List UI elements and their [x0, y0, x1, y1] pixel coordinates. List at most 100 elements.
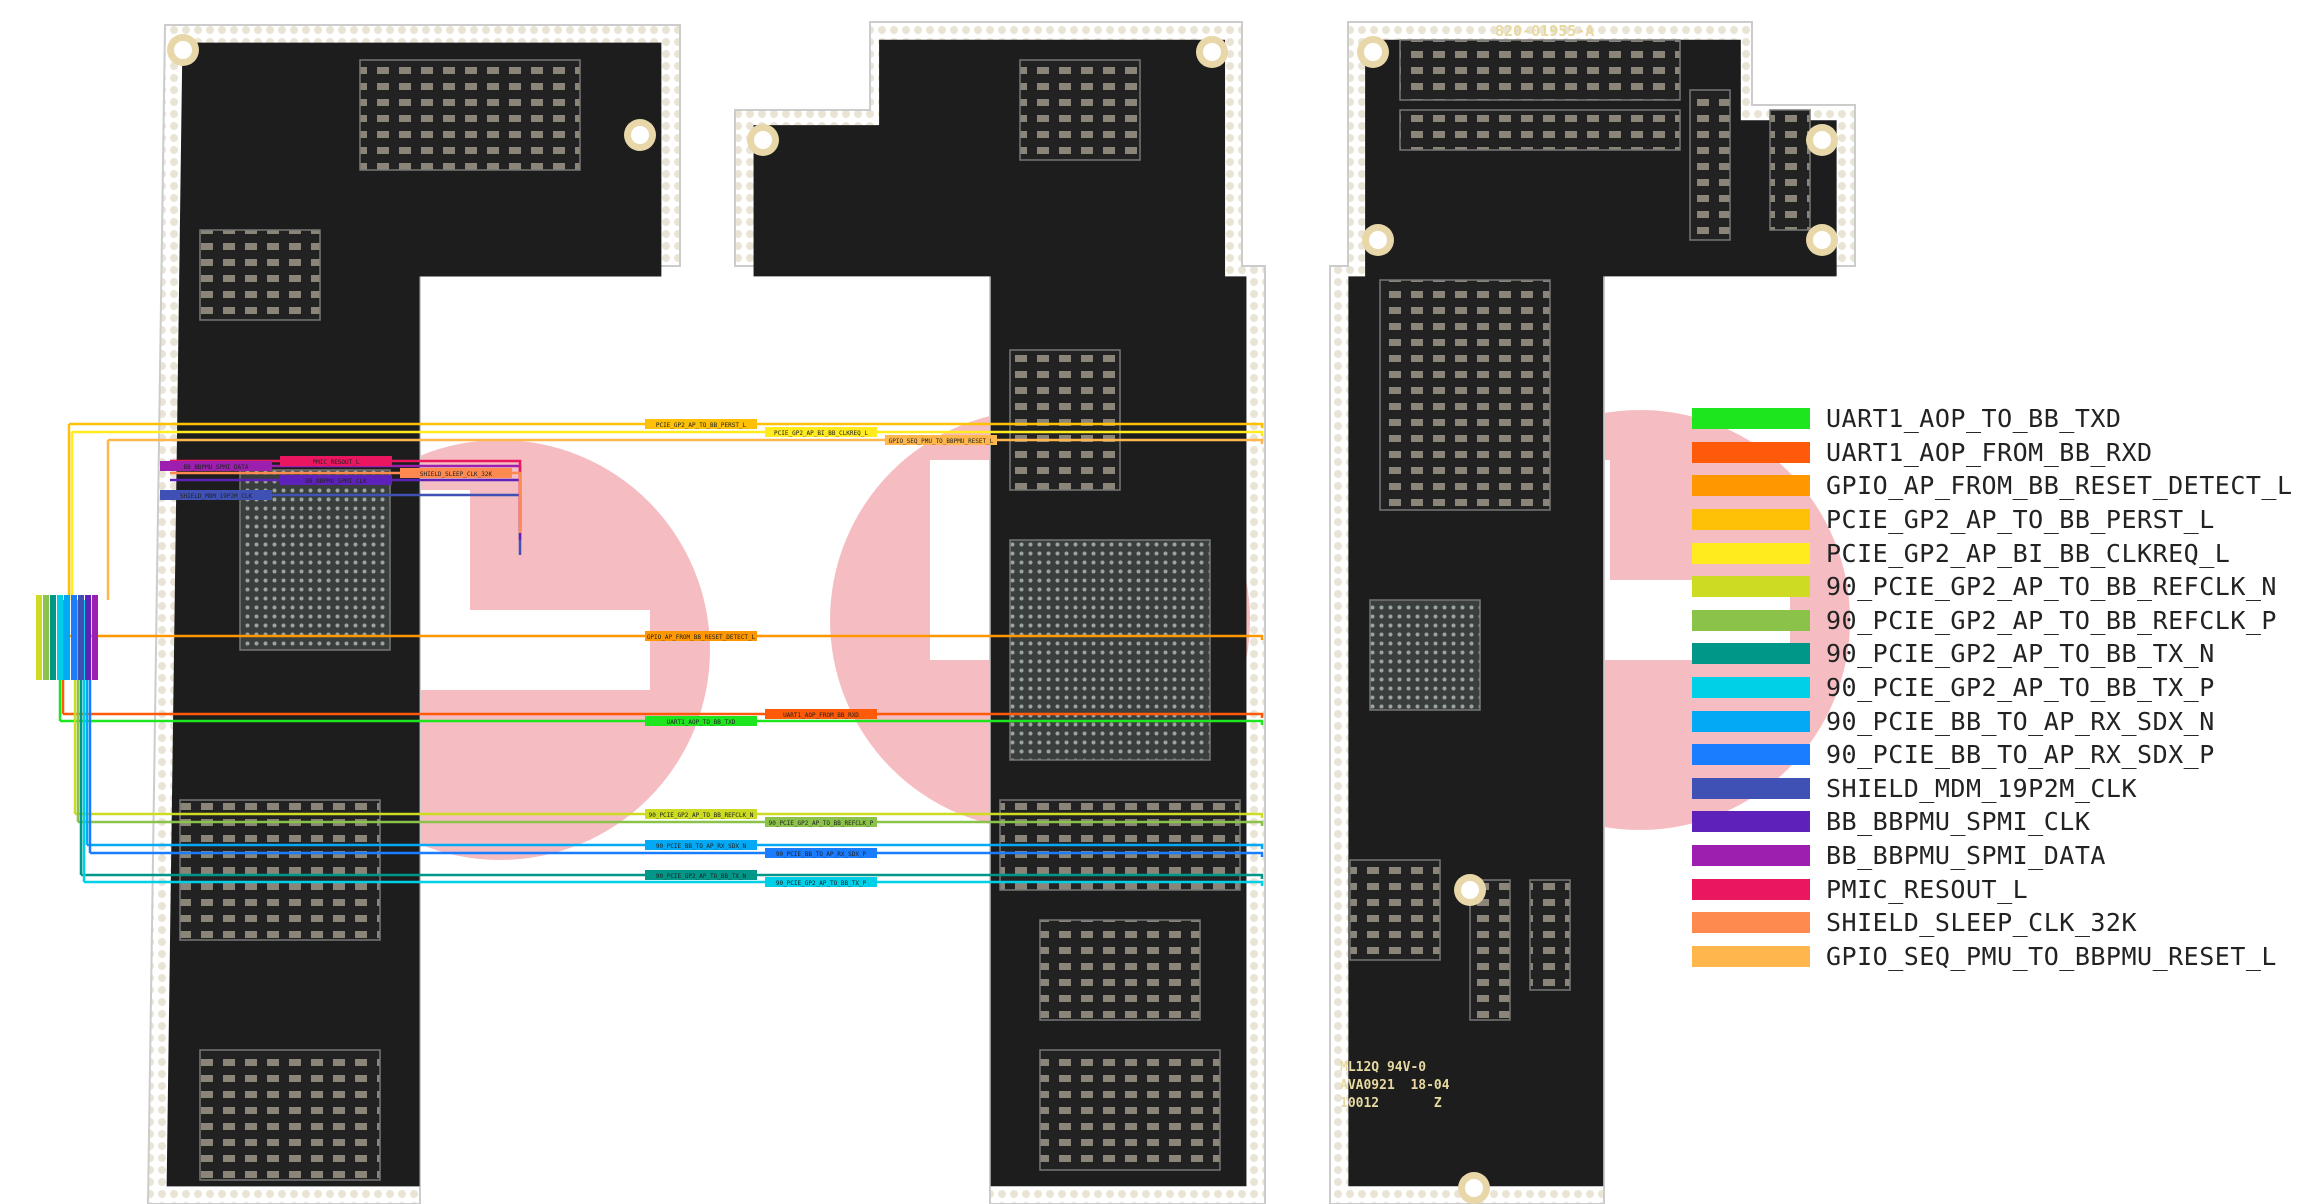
board-middle: [734, 21, 1266, 1204]
mounting-hole-center: [1369, 231, 1387, 249]
legend-label: PCIE_GP2_AP_TO_BB_PERST_L: [1826, 505, 2215, 535]
mounting-hole-center: [174, 41, 192, 59]
legend-label: 90_PCIE_GP2_AP_TO_BB_REFCLK_P: [1826, 605, 2277, 635]
legend-swatch: [1692, 878, 1810, 900]
legend-swatch: [1692, 509, 1810, 531]
bga-chip: [1369, 599, 1481, 711]
signal-label-background: [645, 870, 757, 880]
signal-label-background: [160, 461, 272, 471]
legend-item: SHIELD_MDM_19P2M_CLK: [1692, 772, 2293, 806]
silkscreen-line-1: ML12Q 94V-0: [1340, 1060, 1427, 1075]
component: [1039, 919, 1201, 1021]
mounting-hole-center: [754, 131, 772, 149]
signal-label-chip: 90_PCIE_GP2_AP_TO_BB_TX_P: [765, 877, 877, 887]
legend-swatch: [1692, 945, 1810, 967]
legend-label: SHIELD_SLEEP_CLK_32K: [1826, 908, 2138, 938]
vertical-tag: [64, 595, 70, 680]
component: [1769, 109, 1811, 231]
legend-item: 90_PCIE_GP2_AP_TO_BB_TX_P: [1692, 671, 2293, 705]
legend-item: UART1_AOP_FROM_BB_RXD: [1692, 436, 2293, 470]
signal-label-background: [765, 877, 877, 887]
boards: [146, 21, 1856, 1204]
legend-label: 90_PCIE_BB_TO_AP_RX_SDX_P: [1826, 740, 2215, 770]
trace-shield-sleep-clk-32k: [170, 471, 522, 533]
signal-label-background: [645, 716, 757, 726]
legend-item: UART1_AOP_TO_BB_TXD: [1692, 402, 2293, 436]
legend-swatch: [1692, 643, 1810, 665]
component: [359, 59, 581, 171]
legend-label: 90_PCIE_GP2_AP_TO_BB_TX_N: [1826, 639, 2215, 669]
signal-label-chip: UART1_AOP_TO_BB_TXD: [645, 716, 757, 726]
legend-item: PMIC_RESOUT_L: [1692, 872, 2293, 906]
mounting-hole-center: [1364, 43, 1382, 61]
legend-item: 90_PCIE_GP2_AP_TO_BB_TX_N: [1692, 637, 2293, 671]
legend-label: BB_BBPMU_SPMI_CLK: [1826, 807, 2091, 837]
signal-label-background: [885, 435, 997, 445]
signal-label-text: 90_PCIE_GP2_AP_TO_BB_TX_N: [656, 873, 747, 880]
vertical-tag: [78, 595, 84, 680]
signal-label-chip: 90_PCIE_GP2_AP_TO_BB_REFCLK_P: [765, 817, 877, 827]
legend-swatch: [1692, 811, 1810, 833]
component: [1399, 39, 1681, 101]
component: [1039, 1049, 1221, 1171]
component: [1009, 349, 1121, 491]
legend-swatch: [1692, 710, 1810, 732]
signal-label-chip: PCIE_GP2_AP_BI_BB_CLKREQ_L: [765, 427, 877, 437]
signal-label-text: 90_PCIE_BB_TO_AP_RX_SDX_P: [776, 851, 867, 858]
signal-label-text: 90_PCIE_BB_TO_AP_RX_SDX_N: [656, 843, 747, 850]
signal-label-text: PCIE_GP2_AP_TO_BB_PERST_L: [656, 422, 747, 429]
legend-swatch: [1692, 744, 1810, 766]
signal-label-background: [765, 709, 877, 719]
signal-label-text: 90_PCIE_GP2_AP_TO_BB_REFCLK_P: [769, 820, 874, 827]
legend-label: 90_PCIE_BB_TO_AP_RX_SDX_N: [1826, 706, 2215, 736]
mounting-hole-center: [631, 126, 649, 144]
mounting-hole-center: [1461, 881, 1479, 899]
signal-label-chip: GPIO_SEQ_PMU_TO_BBPMU_RESET_L: [885, 435, 997, 445]
signal-label-text: 90_PCIE_GP2_AP_TO_BB_TX_P: [776, 880, 867, 887]
legend-swatch: [1692, 609, 1810, 631]
mounting-hole-center: [1203, 43, 1221, 61]
legend-label: GPIO_SEQ_PMU_TO_BBPMU_RESET_L: [1826, 941, 2277, 971]
trace-90-pcie-gp2-ap-to-bb-tx-n: [81, 873, 1264, 879]
signal-label-background: [645, 631, 757, 641]
legend-label: PCIE_GP2_AP_BI_BB_CLKREQ_L: [1826, 538, 2231, 568]
signal-label-background: [280, 475, 392, 485]
legend-swatch: [1692, 777, 1810, 799]
component: [199, 1049, 381, 1181]
legend-swatch: [1692, 677, 1810, 699]
signal-label-background: [765, 427, 877, 437]
signal-label-chip: 90_PCIE_BB_TO_AP_RX_SDX_P: [765, 848, 877, 858]
signal-label-background: [280, 456, 392, 466]
legend-item: GPIO_SEQ_PMU_TO_BBPMU_RESET_L: [1692, 940, 2293, 974]
legend-label: PMIC_RESOUT_L: [1826, 874, 2029, 904]
legend-label: UART1_AOP_TO_BB_TXD: [1826, 404, 2122, 434]
signal-label-text: GPIO_AP_FROM_BB_RESET_DETECT_L: [647, 634, 756, 641]
legend-item: BB_BBPMU_SPMI_DATA: [1692, 839, 2293, 873]
signal-label-chip: PMIC_RESOUT_L: [280, 456, 392, 466]
signal-label-background: [645, 419, 757, 429]
signal-label-text: PMIC_RESOUT_L: [313, 459, 360, 466]
trace-90-pcie-bb-to-ap-rx-sdx-p: [90, 851, 1264, 857]
trace-90-pcie-gp2-ap-to-bb-refclk-p: [78, 820, 1264, 826]
silkscreen-line-3: 10012 Z: [1340, 1096, 1442, 1111]
trace-90-pcie-gp2-ap-to-bb-tx-p: [84, 880, 1264, 886]
legend-item: 90_PCIE_BB_TO_AP_RX_SDX_P: [1692, 738, 2293, 772]
signal-label-chip: 90_PCIE_GP2_AP_TO_BB_TX_N: [645, 870, 757, 880]
component: [1379, 279, 1551, 511]
signal-label-background: [765, 817, 877, 827]
legend-label: UART1_AOP_FROM_BB_RXD: [1826, 437, 2153, 467]
vertical-tag: [71, 595, 77, 680]
signal-label-background: [160, 490, 272, 500]
vertical-tag: [85, 595, 91, 680]
legend-swatch: [1692, 576, 1810, 598]
legend-item: 90_PCIE_GP2_AP_TO_BB_REFCLK_P: [1692, 604, 2293, 638]
legend-label: BB_BBPMU_SPMI_DATA: [1826, 841, 2106, 871]
legend-swatch: [1692, 441, 1810, 463]
signal-label-background: [645, 809, 757, 819]
vertical-tag: [92, 595, 98, 680]
silkscreen-line-2: AVA0921 18-04: [1340, 1078, 1450, 1093]
mounting-hole-center: [1465, 1179, 1483, 1197]
legend-swatch: [1692, 475, 1810, 497]
vertical-tags: [36, 595, 98, 680]
signal-label-chip: SHIELD_MDM_19P2M_CLK: [160, 490, 272, 500]
